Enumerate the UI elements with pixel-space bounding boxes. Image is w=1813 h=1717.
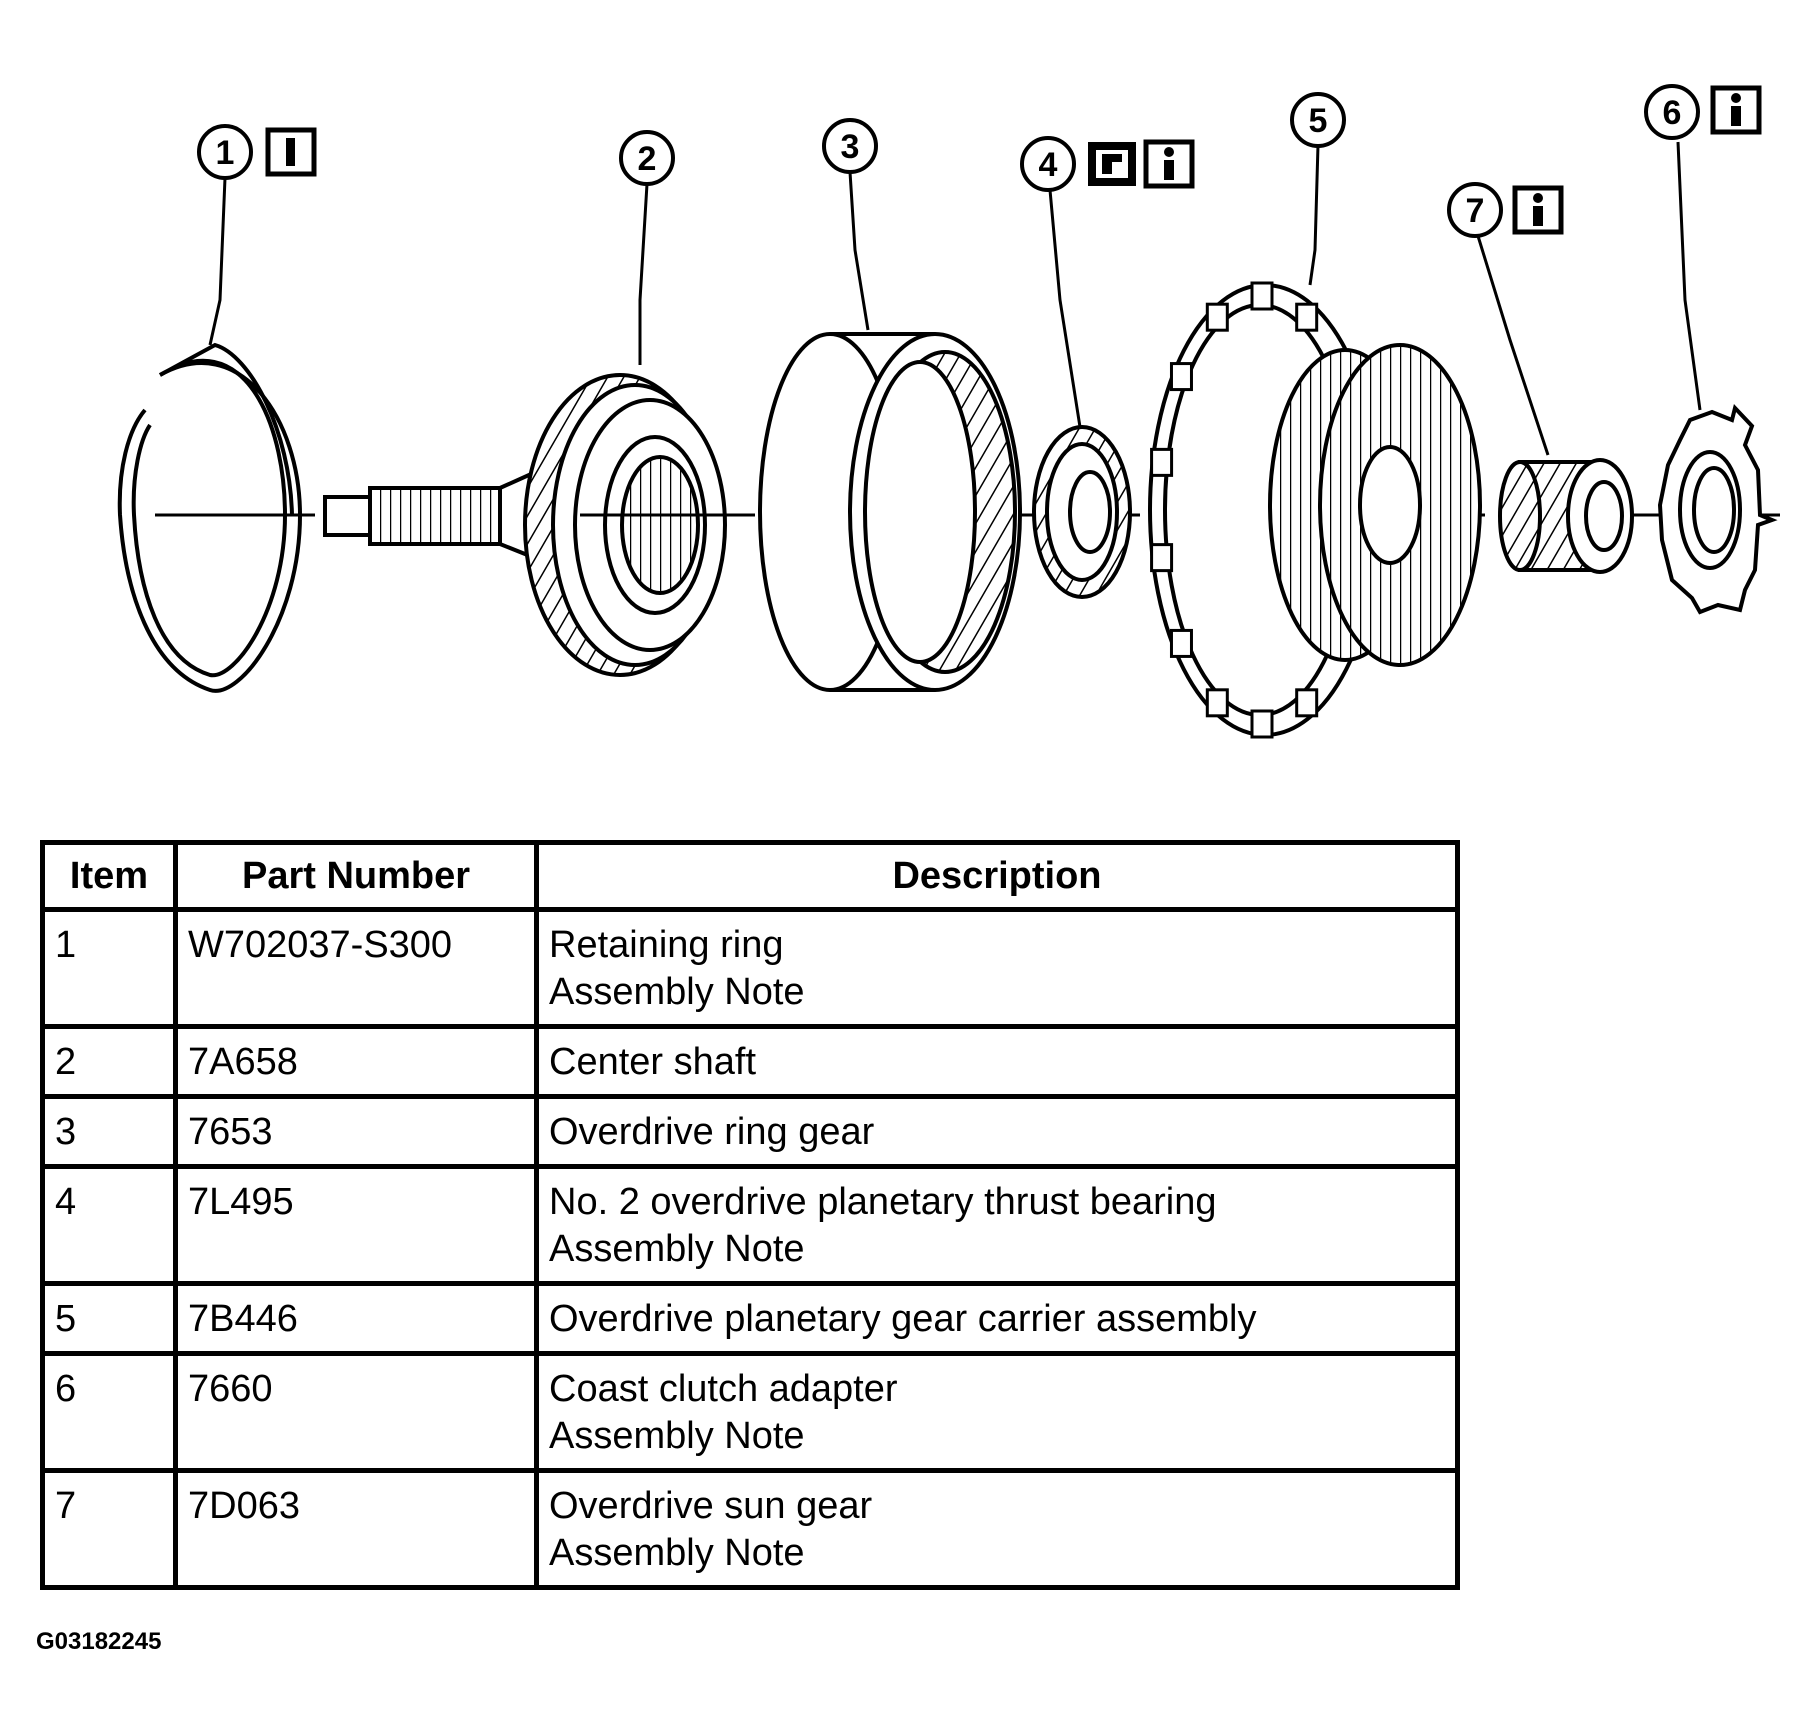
figure-id: G03182245 [36, 1628, 162, 1655]
carrier-window [1295, 302, 1319, 332]
assembly-note-link[interactable]: Assembly Note [549, 1228, 805, 1270]
callout-2: 2 [619, 130, 675, 186]
cell-part-number: 7D063 [173, 1468, 539, 1590]
carrier-window [1295, 688, 1319, 718]
table-header-row: Item Part Number Description [40, 840, 1460, 912]
carrier-window [1205, 302, 1229, 332]
callout-number: 6 [1663, 94, 1682, 132]
callout-3: 3 [822, 118, 878, 174]
carrier-window [1205, 688, 1229, 718]
callout-number: 2 [638, 140, 657, 178]
callout-7: 7 [1447, 182, 1564, 238]
header-item: Item [40, 840, 178, 912]
assembly-note-link[interactable]: Assembly Note [549, 971, 805, 1013]
carrier-window [1250, 281, 1274, 311]
assembly-note-link[interactable]: Assembly Note [549, 1415, 805, 1457]
cell-part-number: 7B446 [173, 1281, 539, 1356]
leader-lines [208, 141, 1702, 456]
carrier-window [1169, 362, 1193, 392]
cell-item: 4 [40, 1164, 178, 1286]
callout-1: 1 [197, 124, 317, 180]
description-text: Retaining ring [549, 924, 784, 966]
carrier-window [1150, 447, 1174, 477]
cell-item: 5 [40, 1281, 178, 1356]
cell-item: 2 [40, 1024, 178, 1099]
cell-item: 3 [40, 1094, 178, 1169]
cell-part-number: W702037-S300 [173, 907, 539, 1029]
description-text: Overdrive planetary gear carrier assembl… [549, 1298, 1257, 1340]
cell-part-number: 7660 [173, 1351, 539, 1473]
sun-gear-part [1498, 458, 1634, 574]
description-text: Overdrive ring gear [549, 1111, 875, 1153]
thrust-bearing-part [1032, 425, 1132, 599]
carrier-window [1169, 628, 1193, 658]
description-text: No. 2 overdrive planetary thrust bearing [549, 1181, 1217, 1223]
callout-number: 3 [841, 128, 860, 166]
callout-number: 4 [1039, 146, 1058, 184]
cell-description: Center shaft [534, 1024, 1460, 1099]
cell-description: No. 2 overdrive planetary thrust bearing… [534, 1164, 1460, 1286]
overdrive-ring-gear-part [758, 332, 1022, 692]
callout-number: 1 [216, 134, 235, 172]
callout-4: 4 [1020, 136, 1195, 192]
planetary-carrier-part [1148, 281, 1482, 739]
cell-item: 7 [40, 1468, 178, 1590]
carrier-window [1250, 709, 1274, 739]
callout-6: 6 [1644, 84, 1762, 140]
retaining-ring-part [117, 342, 303, 693]
cell-description: Overdrive ring gear [534, 1094, 1460, 1169]
description-text: Overdrive sun gear [549, 1485, 873, 1527]
cell-item: 1 [40, 907, 178, 1029]
special-tool-icon [1088, 142, 1136, 186]
info-icon [1512, 185, 1564, 235]
description-text: Center shaft [549, 1041, 756, 1083]
info-icon [1710, 85, 1762, 135]
cell-part-number: 7A658 [173, 1024, 539, 1099]
cell-description: Overdrive planetary gear carrier assembl… [534, 1281, 1460, 1356]
cell-part-number: 7L495 [173, 1164, 539, 1286]
callout-5: 5 [1290, 92, 1346, 148]
header-part-number: Part Number [173, 840, 539, 912]
exploded-view-diagram: 1 2 3 4 5 6 [117, 84, 1780, 739]
center-shaft-part [323, 373, 755, 677]
info-icon [265, 127, 317, 177]
carrier-window [1150, 543, 1174, 573]
header-description: Description [534, 840, 1460, 912]
assembly-note-link[interactable]: Assembly Note [549, 1532, 805, 1574]
cell-part-number: 7653 [173, 1094, 539, 1169]
callout-number: 5 [1309, 102, 1328, 140]
callout-number: 7 [1466, 192, 1485, 230]
description-text: Coast clutch adapter [549, 1368, 898, 1410]
cell-item: 6 [40, 1351, 178, 1473]
coast-clutch-adapter-part [1657, 403, 1778, 615]
info-icon [1143, 139, 1195, 189]
